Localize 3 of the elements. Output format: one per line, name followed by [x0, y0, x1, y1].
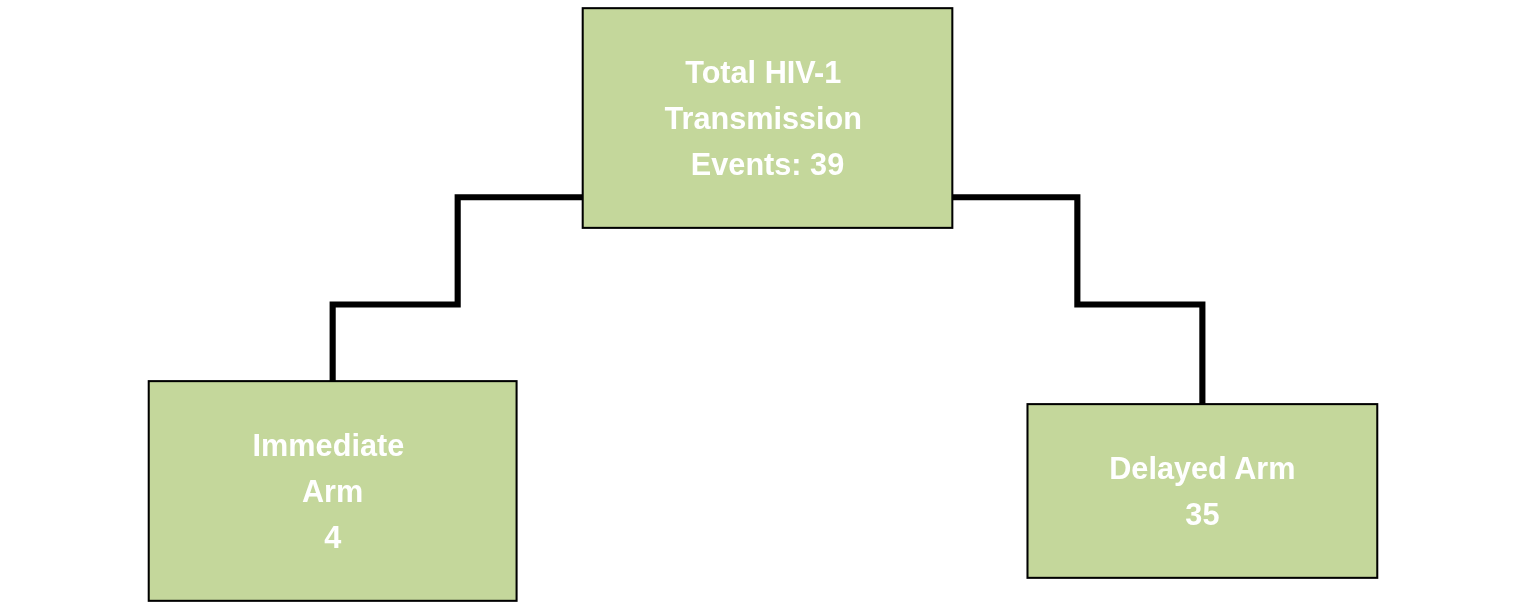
node-box: Total HIV-1 Transmission Events: 39	[581, 7, 954, 229]
node-box: Immediate Arm 4	[147, 380, 518, 602]
node-box: Delayed Arm 35	[1026, 403, 1379, 579]
